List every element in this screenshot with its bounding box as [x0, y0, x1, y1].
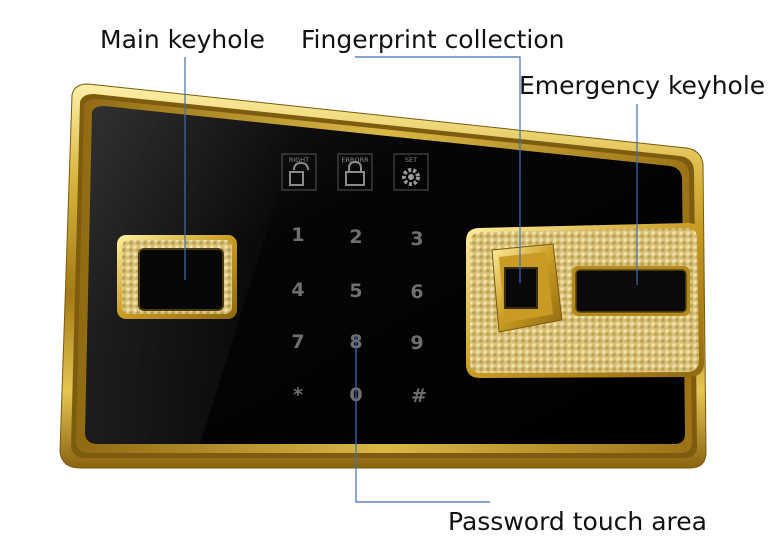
keypad-key[interactable]: 6 [410, 281, 423, 303]
keypad-key[interactable]: * [293, 384, 303, 406]
leader-lines [184, 56, 638, 503]
keypad-key[interactable]: 5 [349, 280, 362, 302]
callout-emergency-keyhole: Emergency keyhole [519, 71, 766, 100]
callout-password-area: Password touch area [448, 507, 707, 536]
emergency-keyhole [572, 266, 690, 316]
gear-icon: SET [393, 153, 429, 191]
leader-line-fingerprint [355, 56, 521, 283]
status-icon-label: RIGHT [289, 156, 309, 164]
keypad-key[interactable]: 9 [410, 332, 423, 354]
keypad-key[interactable]: 7 [291, 331, 304, 353]
right-inlay [466, 223, 704, 378]
callout-fingerprint: Fingerprint collection [301, 25, 565, 54]
main-keyhole [117, 235, 237, 319]
unlocked-padlock-icon: RIGHT [281, 153, 317, 191]
keypad-key[interactable]: 2 [349, 226, 362, 248]
keypad-key[interactable]: 3 [410, 228, 423, 250]
callout-main-keyhole: Main keyhole [100, 25, 265, 54]
status-icon-label: ERRORR [341, 156, 369, 164]
status-icons: RIGHT ERRORR SET [281, 153, 429, 191]
keypad-key[interactable]: # [411, 385, 427, 407]
leader-line-password-area [355, 337, 490, 503]
status-icon-label: SET [405, 156, 417, 164]
keypad-key[interactable]: 4 [291, 279, 304, 301]
fingerprint-sensor [491, 243, 563, 333]
keypad-key[interactable]: 1 [291, 224, 304, 246]
locked-padlock-icon: ERRORR [337, 153, 373, 191]
